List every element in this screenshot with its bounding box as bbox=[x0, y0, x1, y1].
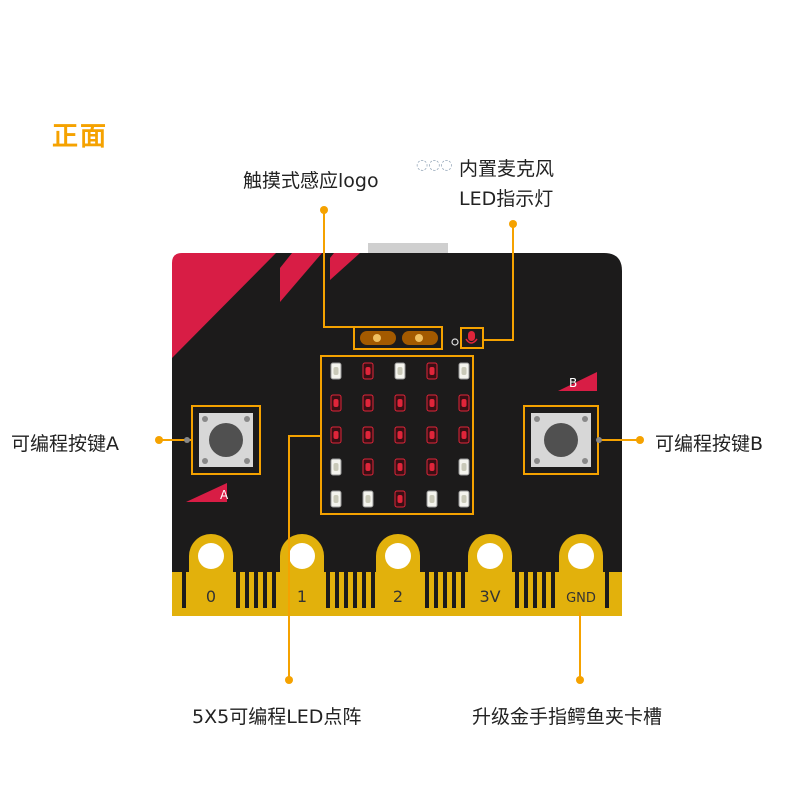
button-a-hole bbox=[184, 437, 190, 443]
pin-label-0: 0 bbox=[206, 587, 216, 606]
button-b-tag: B bbox=[569, 376, 577, 390]
gold-finger-gap bbox=[425, 572, 429, 608]
led-matrix bbox=[330, 362, 470, 508]
mic-icon-base bbox=[465, 338, 478, 344]
led-die-0-0 bbox=[333, 367, 339, 375]
led-die-1-1 bbox=[365, 399, 371, 407]
led-die-0-3 bbox=[429, 367, 435, 375]
button-b-tag-shape bbox=[558, 372, 597, 391]
led-die-2-4 bbox=[461, 431, 467, 439]
mic-led-frame bbox=[460, 327, 484, 349]
callout-mic-line bbox=[483, 224, 514, 341]
gold-finger-gap bbox=[452, 572, 456, 608]
gold-finger-gap bbox=[263, 572, 267, 608]
gold-finger-gap bbox=[524, 572, 528, 608]
gold-finger-gap bbox=[254, 572, 258, 608]
pin-hole-1 bbox=[289, 543, 315, 569]
led-die-2-0 bbox=[333, 431, 339, 439]
pin-label-2: 2 bbox=[393, 587, 403, 606]
mic-hole bbox=[451, 338, 459, 346]
edge-connector: 0 1 2 3V GND bbox=[172, 534, 622, 616]
led-die-1-3 bbox=[429, 399, 435, 407]
led-die-0-4 bbox=[461, 367, 467, 375]
button-b-hole bbox=[596, 437, 602, 443]
led-die-1-4 bbox=[461, 399, 467, 407]
led-die-1-0 bbox=[333, 399, 339, 407]
gold-finger-gap bbox=[461, 572, 465, 608]
pin-label-GND: GND bbox=[566, 591, 596, 606]
led-matrix-label: 5X5可编程LED点阵 bbox=[192, 706, 362, 728]
touch-logo-label: 触摸式感应logo bbox=[243, 170, 379, 192]
gold-finger-gap bbox=[515, 572, 519, 608]
gold-finger-gap bbox=[542, 572, 546, 608]
pin-hole-3V bbox=[477, 543, 503, 569]
callout-touch-logo-line bbox=[323, 210, 354, 328]
pin-label-1: 1 bbox=[297, 587, 307, 606]
side-label: 正面 bbox=[52, 122, 109, 152]
pin-hole-2 bbox=[385, 543, 411, 569]
led-die-4-2 bbox=[397, 495, 403, 503]
led-die-3-2 bbox=[397, 463, 403, 471]
pin-hole-GND bbox=[568, 543, 594, 569]
gold-finger-gap bbox=[182, 572, 186, 608]
callout-dots bbox=[155, 206, 644, 684]
button-a-tag: A bbox=[220, 488, 229, 502]
led-die-3-3 bbox=[429, 463, 435, 471]
gold-finger-gap bbox=[326, 572, 330, 608]
led-die-4-0 bbox=[333, 495, 339, 503]
led-die-3-0 bbox=[333, 463, 339, 471]
gold-finger-gap bbox=[236, 572, 240, 608]
gold-finger-gap bbox=[443, 572, 447, 608]
gold-finger-gap bbox=[533, 572, 537, 608]
touch-logo-frame bbox=[353, 326, 443, 350]
pin-label-3V: 3V bbox=[479, 587, 500, 606]
gold-finger-gap bbox=[344, 572, 348, 608]
gold-finger-gap bbox=[245, 572, 249, 608]
gold-finger-gap bbox=[272, 572, 276, 608]
touch-logo-dot-left bbox=[373, 334, 381, 342]
red-stripe-2 bbox=[280, 253, 322, 302]
led-die-2-1 bbox=[365, 431, 371, 439]
mic-icon bbox=[468, 331, 475, 341]
callout-led-matrix-line bbox=[288, 435, 321, 680]
pin-hole-0 bbox=[198, 543, 224, 569]
gold-finger-gap bbox=[353, 572, 357, 608]
gold-finger-gap bbox=[362, 572, 366, 608]
led-die-0-2 bbox=[397, 367, 403, 375]
button-a: A bbox=[186, 405, 261, 502]
led-die-3-1 bbox=[365, 463, 371, 471]
button-a-label: 可编程按键A bbox=[11, 433, 119, 455]
button-b-label: 可编程按键B bbox=[655, 433, 764, 455]
gold-finger-gap bbox=[434, 572, 438, 608]
red-stripe-3 bbox=[330, 253, 360, 280]
button-b: B bbox=[523, 372, 599, 475]
led-die-0-1 bbox=[365, 367, 371, 375]
gold-finger-gap bbox=[335, 572, 339, 608]
led-die-4-1 bbox=[365, 495, 371, 503]
red-stripe-1 bbox=[172, 253, 276, 358]
gold-finger-gap bbox=[551, 572, 555, 608]
microphone-label: 内置麦克风 bbox=[459, 158, 555, 180]
gold-finger-gap bbox=[371, 572, 375, 608]
edge-connector-label: 升级金手指鳄鱼夹卡槽 bbox=[472, 706, 663, 728]
led-die-4-4 bbox=[461, 495, 467, 503]
led-die-2-3 bbox=[429, 431, 435, 439]
button-b-cap bbox=[544, 423, 578, 457]
led-die-1-2 bbox=[397, 399, 403, 407]
led-die-2-2 bbox=[397, 431, 403, 439]
touch-logo-dot-right bbox=[415, 334, 423, 342]
button-a-cap bbox=[209, 423, 243, 457]
button-a-tag-shape bbox=[186, 483, 227, 502]
led-die-4-3 bbox=[429, 495, 435, 503]
gold-finger-gap bbox=[605, 572, 609, 608]
mic-led-label: LED指示灯 bbox=[459, 188, 554, 210]
mic-icon-faded: ◌◌◌ bbox=[416, 157, 453, 173]
led-die-3-4 bbox=[461, 463, 467, 471]
